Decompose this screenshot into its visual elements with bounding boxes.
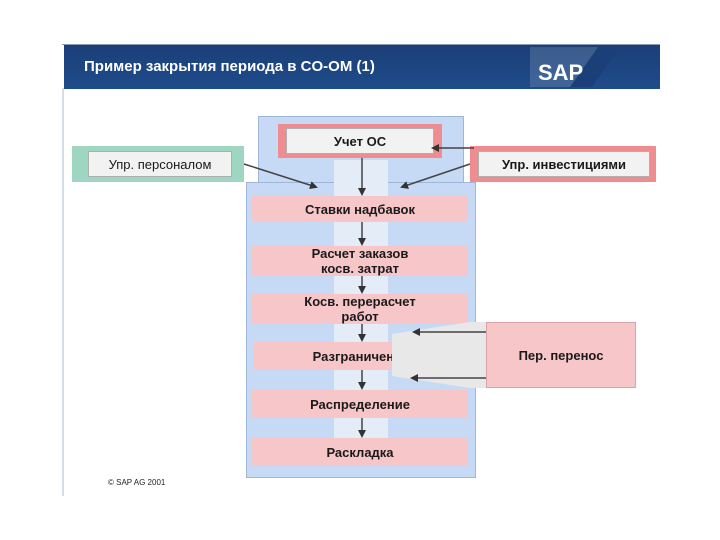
arrow-investment-to-rates <box>400 163 471 189</box>
step-revaluation-line2: работ <box>341 309 379 324</box>
step-revaluation-line1: Косв. перерасчет <box>304 294 416 309</box>
arrow-personnel-to-rates <box>243 163 318 189</box>
left-rule <box>62 88 64 496</box>
step-overhead-orders-line1: Расчет заказов <box>311 246 409 261</box>
investment-mgmt-box: Упр. инвестициями <box>478 151 650 177</box>
slide-header <box>64 45 660 89</box>
asset-accounting-box: Учет ОС <box>286 128 434 154</box>
top-rule <box>62 44 660 45</box>
step-overhead-rates: Ставки надбавок <box>252 196 468 222</box>
step-distribution: Распределение <box>252 390 468 418</box>
sap-logo-text: SAP <box>538 60 583 85</box>
copyright-notice: © SAP AG 2001 <box>108 478 166 487</box>
period-transfer-box: Пер. перенос <box>486 322 636 388</box>
step-overhead-orders: Расчет заказов косв. затрат <box>252 246 468 276</box>
step-overhead-orders-line2: косв. затрат <box>321 261 399 276</box>
slide-title: Пример закрытия периода в CO-OM (1) <box>84 58 375 75</box>
step-revaluation: Косв. перерасчет работ <box>252 294 468 324</box>
step-assessment: Раскладка <box>252 438 468 466</box>
personnel-mgmt-box: Упр. персоналом <box>88 151 232 177</box>
sap-logo: SAP <box>530 47 620 87</box>
